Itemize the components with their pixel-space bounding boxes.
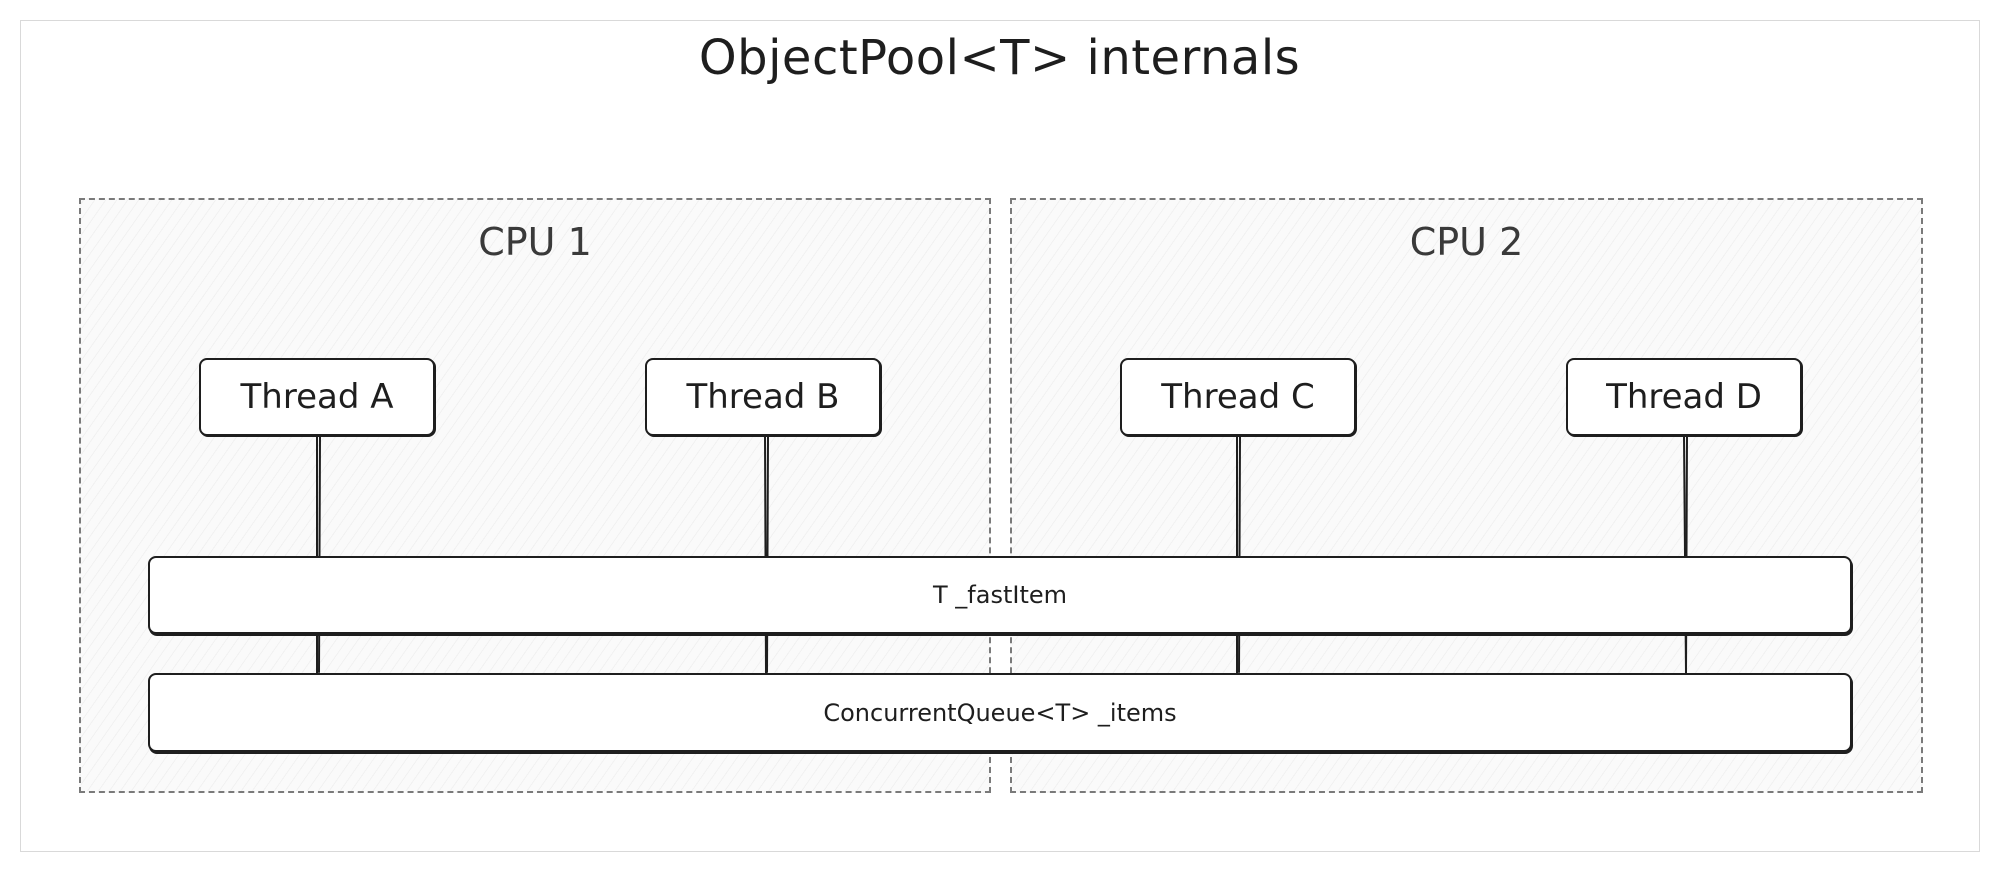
cpu-label-2: CPU 2 <box>1409 220 1524 264</box>
thread-box-d: Thread D <box>1566 358 1802 436</box>
thread-box-b: Thread B <box>645 358 881 436</box>
thread-box-a: Thread A <box>199 358 435 436</box>
items-queue-box: ConcurrentQueue<T> _items <box>148 673 1852 752</box>
fast-item-box: T _fastItem <box>148 556 1852 634</box>
diagram-title: ObjectPool<T> internals <box>698 30 1301 86</box>
diagram-canvas <box>20 20 1980 852</box>
cpu-label-1: CPU 1 <box>478 220 592 264</box>
thread-box-c: Thread C <box>1120 358 1356 436</box>
